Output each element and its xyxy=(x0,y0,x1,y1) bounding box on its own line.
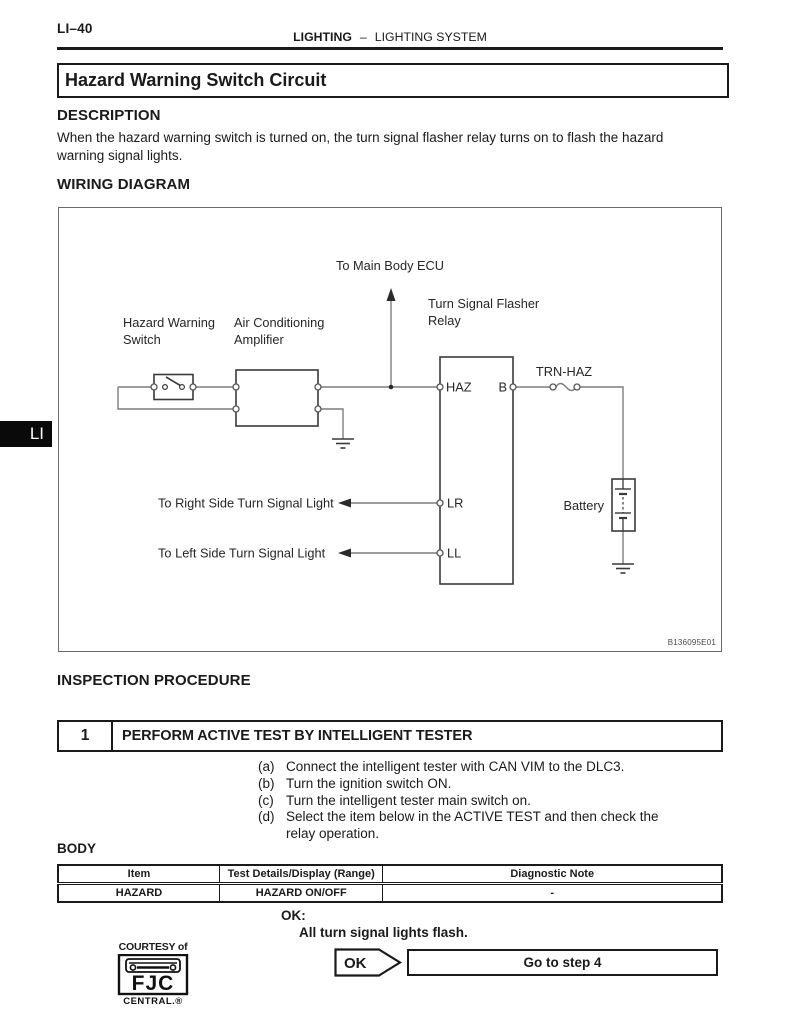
header-section-bold: LIGHTING xyxy=(293,30,352,44)
right-light-label: To Right Side Turn Signal Light xyxy=(158,496,334,511)
wiring-diagram-box: To Main Body ECU Hazard Warning Switch A… xyxy=(58,207,722,652)
substep-text: Turn the intelligent tester main switch … xyxy=(286,792,531,808)
hazard-switch-label-2: Switch xyxy=(123,332,161,347)
flasher-relay-box xyxy=(439,356,514,585)
table-row: HAZARD HAZARD ON/OFF - xyxy=(57,883,723,903)
components xyxy=(153,356,636,585)
step-number: 1 xyxy=(59,722,113,750)
terminal-haz-label: HAZ xyxy=(446,380,472,395)
col-test-details: Test Details/Display (Range) xyxy=(218,864,384,885)
cell-item: HAZARD xyxy=(57,883,220,903)
substep-label: (a) xyxy=(258,759,275,774)
active-test-table: Item Test Details/Display (Range) Diagno… xyxy=(57,864,723,903)
left-light-label: To Left Side Turn Signal Light xyxy=(158,546,326,561)
switch-symbol xyxy=(161,376,185,391)
wiring-diagram: To Main Body ECU Hazard Warning Switch A… xyxy=(117,258,636,585)
relay-label-1: Turn Signal Flasher xyxy=(428,296,540,311)
hazard-switch-box xyxy=(153,373,194,401)
wires xyxy=(117,301,624,564)
terminals xyxy=(150,383,581,557)
ok-label: OK: xyxy=(281,908,306,923)
logo-subtext: CENTRAL.® xyxy=(123,996,183,1006)
relay-label-2: Relay xyxy=(428,313,461,328)
fuse-label: TRN-HAZ xyxy=(536,364,592,379)
page-number: LI–40 xyxy=(57,21,93,36)
ok-result-arrow: OK xyxy=(334,948,403,977)
substep-label: (d) xyxy=(258,809,275,825)
go-to-step-box: Go to step 4 xyxy=(407,949,718,976)
substep-label: (b) xyxy=(258,775,275,791)
cell-test-details: HAZARD ON/OFF xyxy=(218,883,384,903)
substep-label: (c) xyxy=(258,792,274,808)
terminal-lr-label: LR xyxy=(447,496,463,511)
running-header: LIGHTING–LIGHTING SYSTEM xyxy=(57,30,723,44)
substep-text: Connect the intelligent tester with CAN … xyxy=(286,759,625,774)
header-separator: – xyxy=(359,30,367,44)
courtesy-caption: COURTESY of xyxy=(118,941,188,953)
ac-amplifier-box xyxy=(235,369,319,427)
description-text: When the hazard warning switch is turned… xyxy=(57,130,664,163)
battery-label: Battery xyxy=(563,498,604,513)
substep-item: (a) Connect the intelligent tester with … xyxy=(258,759,678,776)
page-title: Hazard Warning Switch Circuit xyxy=(57,63,729,98)
truck-icon xyxy=(125,958,181,973)
hazard-switch-label-1: Hazard Warning xyxy=(123,315,215,330)
inspection-heading: INSPECTION PROCEDURE xyxy=(57,672,251,689)
substep-item: (c) Turn the intelligent tester main swi… xyxy=(258,793,678,810)
junction-dot xyxy=(388,384,394,390)
fjc-central-logo: FJC CENTRAL.® xyxy=(117,953,189,1007)
figure-code: B136095E01 xyxy=(667,638,716,647)
description-heading: DESCRIPTION xyxy=(57,107,161,124)
substep-item: (d) Select the item below in the ACTIVE … xyxy=(258,809,678,843)
ground-battery-icon xyxy=(612,563,634,574)
ecu-label: To Main Body ECU xyxy=(336,258,444,273)
col-diagnostic-note: Diagnostic Note xyxy=(382,864,723,885)
wiring-diagram-heading: WIRING DIAGRAM xyxy=(57,176,191,193)
header-rule xyxy=(57,47,723,50)
terminal-ll-label: LL xyxy=(447,546,461,561)
header-section: LIGHTING SYSTEM xyxy=(374,30,487,44)
substep-item: (b) Turn the ignition switch ON. xyxy=(258,776,678,793)
substep-text: Turn the ignition switch ON. xyxy=(286,775,452,791)
col-item: Item xyxy=(57,864,220,885)
cell-diagnostic-note: - xyxy=(382,883,723,903)
ac-amplifier-label-1: Air Conditioning xyxy=(234,315,324,330)
battery-symbol xyxy=(615,479,631,531)
ok-condition: All turn signal lights flash. xyxy=(299,925,468,940)
ac-amplifier-label-2: Amplifier xyxy=(234,332,285,347)
step-box: 1 PERFORM ACTIVE TEST BY INTELLIGENT TES… xyxy=(57,720,723,752)
ok-result-badge: OK xyxy=(344,955,367,972)
arrowheads xyxy=(338,288,396,558)
substep-text: Select the item below in the ACTIVE TEST… xyxy=(286,809,659,842)
substep-list: (a) Connect the intelligent tester with … xyxy=(258,759,678,843)
terminal-b-label: B xyxy=(498,380,507,395)
table-header-row: Item Test Details/Display (Range) Diagno… xyxy=(57,864,723,885)
logo-letters: FJC xyxy=(132,972,175,995)
body-heading: BODY xyxy=(57,841,97,856)
section-side-tab: LI xyxy=(0,421,52,447)
courtesy-block: COURTESY of FJC CENTRAL.® xyxy=(108,941,198,1011)
step-title: PERFORM ACTIVE TEST BY INTELLIGENT TESTE… xyxy=(122,728,473,744)
ground-amplifier-icon xyxy=(332,438,354,449)
